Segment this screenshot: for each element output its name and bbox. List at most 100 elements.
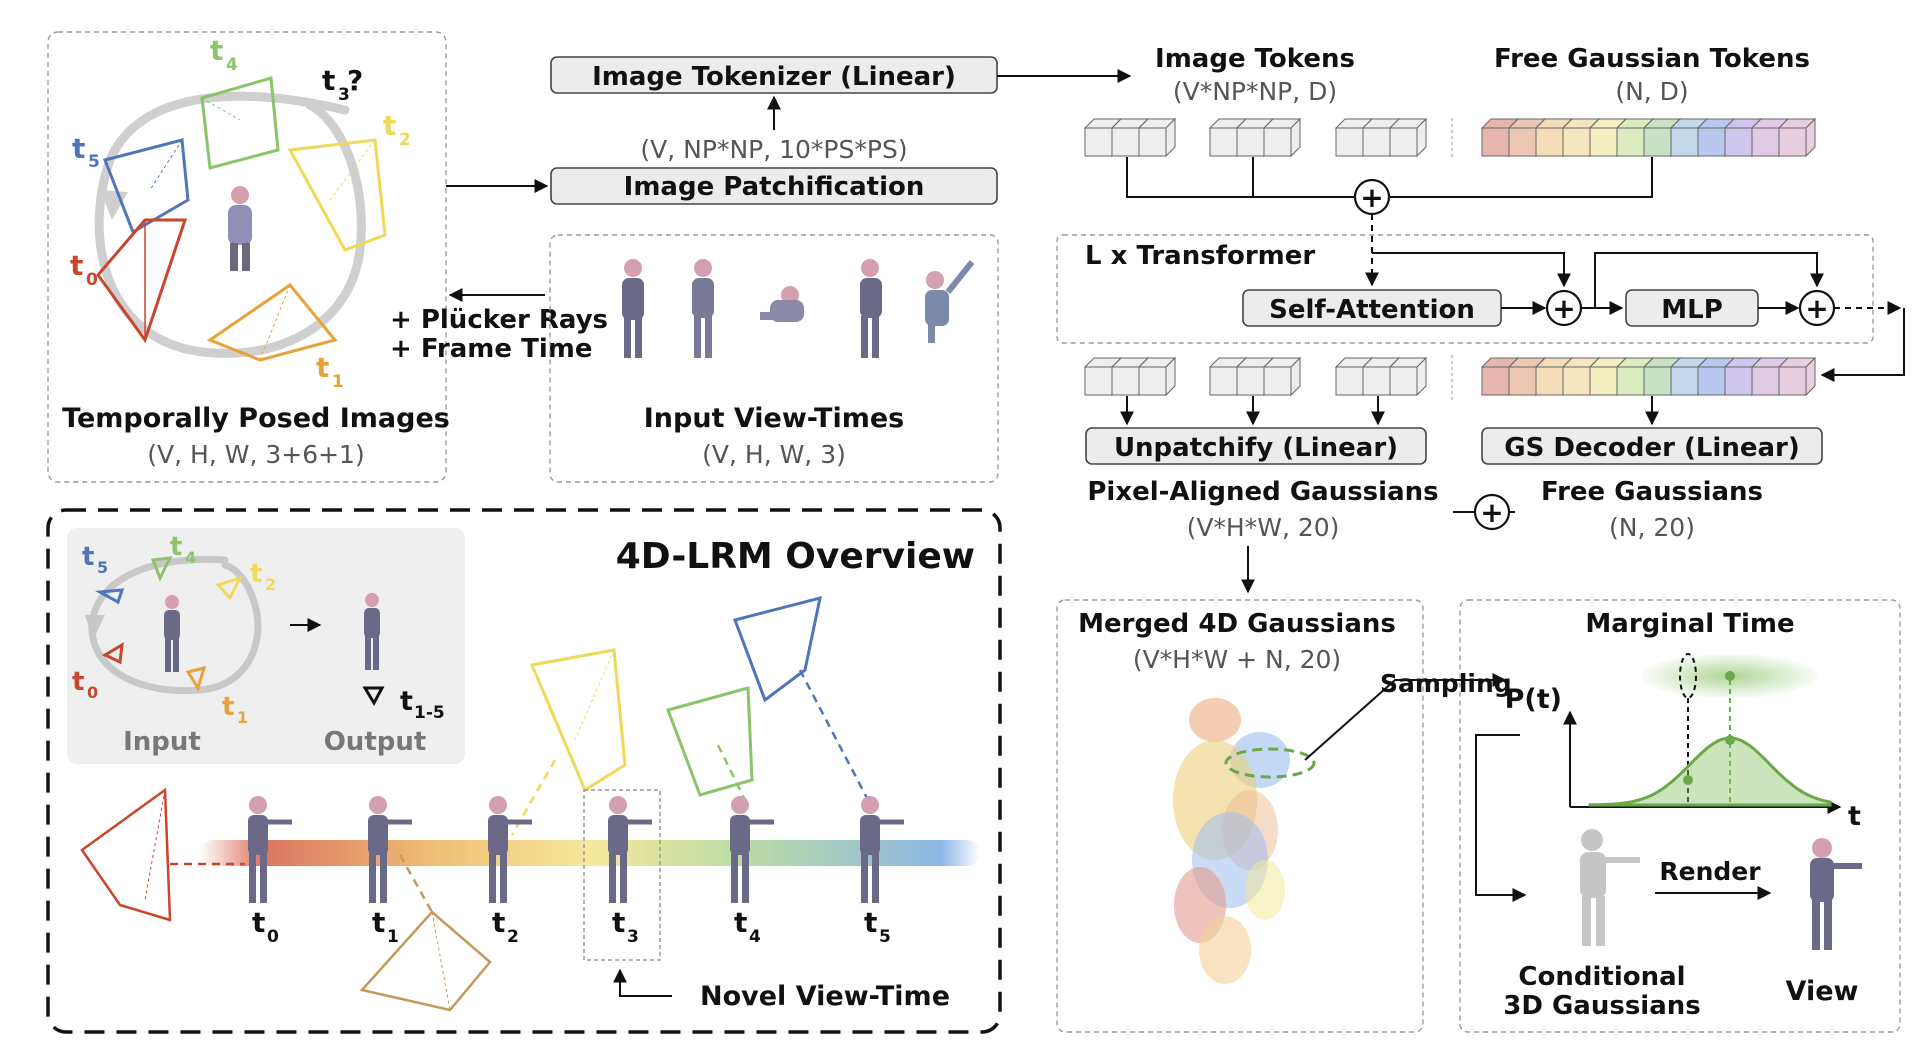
svg-text:3: 3 bbox=[627, 927, 639, 947]
svg-text:1: 1 bbox=[332, 372, 344, 392]
timeline-figure bbox=[368, 796, 412, 903]
svg-text:2: 2 bbox=[399, 130, 411, 150]
image-tokenizer-label: Image Tokenizer (Linear) bbox=[592, 62, 956, 92]
t1-label: t 1 bbox=[316, 351, 344, 392]
svg-text:4: 4 bbox=[226, 55, 238, 75]
free-gaussians-title: Free Gaussians bbox=[1541, 477, 1763, 507]
timeline-figure bbox=[248, 796, 292, 903]
input-view-times-caption: Input View-Times bbox=[644, 403, 904, 434]
svg-text:5: 5 bbox=[97, 558, 108, 577]
inset-time-label: t bbox=[222, 692, 234, 722]
timeline-figure bbox=[608, 796, 652, 903]
svg-text:?: ? bbox=[347, 64, 363, 97]
t3-label: t 3 ? bbox=[322, 64, 363, 105]
svg-text:t: t bbox=[316, 351, 329, 384]
inset-cam-t1 bbox=[185, 665, 207, 692]
p-axis-label: P(t) bbox=[1505, 684, 1562, 715]
image-token-group bbox=[1208, 117, 1302, 158]
sampling-label: Sampling bbox=[1380, 669, 1512, 698]
inset-time-label: t bbox=[250, 559, 262, 589]
novel-view-time-label: Novel View-Time bbox=[700, 981, 950, 1012]
conditional-label-1: Conditional bbox=[1518, 962, 1685, 992]
svg-text:t: t bbox=[70, 249, 83, 282]
svg-text:2: 2 bbox=[507, 927, 519, 947]
overview-frustum-t5 bbox=[733, 595, 870, 801]
t2-label: t 2 bbox=[383, 109, 411, 150]
inset-time-label: t bbox=[72, 667, 84, 697]
t4-label: t 4 bbox=[210, 34, 238, 75]
svg-text:0: 0 bbox=[267, 927, 279, 947]
input-figure-4 bbox=[860, 259, 882, 358]
image-patchification-box bbox=[550, 167, 998, 205]
frustum-t5 bbox=[102, 138, 190, 235]
marginal-time-title: Marginal Time bbox=[1585, 609, 1794, 639]
inset-input-label: Input bbox=[123, 727, 201, 757]
inset-output-label: Output bbox=[324, 727, 427, 757]
token-row-top bbox=[1083, 117, 1817, 158]
input-figure-1 bbox=[622, 259, 644, 358]
time-gradient-band bbox=[200, 840, 980, 866]
decoder-section: Unpatchify (Linear) GS Decoder (Linear) … bbox=[1083, 355, 1823, 594]
timeline-time-label: t bbox=[734, 906, 747, 939]
token-row-bottom bbox=[1083, 356, 1817, 397]
inset-cam-t5 bbox=[95, 588, 125, 605]
pixel-aligned-shape: (V*H*W, 20) bbox=[1187, 513, 1340, 542]
input-view-times-shape: (V, H, W, 3) bbox=[702, 440, 846, 469]
image-token-group bbox=[1208, 356, 1302, 397]
free-gaussian-tokens-title: Free Gaussian Tokens bbox=[1494, 44, 1810, 74]
timeline-time-label: t bbox=[612, 906, 625, 939]
gs-decoder-box bbox=[1481, 427, 1823, 465]
svg-text:1: 1 bbox=[387, 927, 399, 947]
unpatchify-label: Unpatchify (Linear) bbox=[1114, 433, 1398, 463]
inset-time-label: t bbox=[170, 532, 182, 562]
image-token-group bbox=[1083, 117, 1177, 158]
image-token-group bbox=[1083, 356, 1177, 397]
svg-text:4: 4 bbox=[749, 927, 761, 947]
timeline-figure bbox=[488, 796, 532, 903]
inset-cam-t4 bbox=[150, 556, 173, 582]
svg-text:0: 0 bbox=[86, 270, 98, 290]
timeline-time-label: t bbox=[252, 906, 265, 939]
t0-label: t 0 bbox=[70, 249, 98, 290]
frustum-t0 bbox=[96, 218, 188, 344]
svg-text:2: 2 bbox=[265, 575, 276, 594]
render-label: Render bbox=[1659, 857, 1761, 886]
svg-text:t: t bbox=[72, 132, 85, 165]
frame-time-label: + Frame Time bbox=[390, 334, 592, 364]
frustum-t1 bbox=[206, 282, 338, 362]
conditional-label-2: 3D Gaussians bbox=[1503, 991, 1701, 1021]
timeline-time-label: t bbox=[864, 906, 877, 939]
tokens-section: Image Tokens (V*NP*NP, D) Free Gaussian … bbox=[1083, 44, 1817, 287]
free-gaussians-shape: (N, 20) bbox=[1609, 513, 1695, 542]
svg-text:+: + bbox=[1480, 496, 1503, 529]
frustum-t2 bbox=[287, 138, 387, 252]
image-token-group bbox=[1334, 356, 1428, 397]
t5-label: t 5 bbox=[72, 132, 100, 172]
conditional-gaussians-figure bbox=[1580, 829, 1640, 946]
image-tokens-title: Image Tokens bbox=[1155, 44, 1355, 74]
image-patchification-label: Image Patchification bbox=[624, 172, 925, 202]
temporally-posed-caption: Temporally Posed Images bbox=[62, 403, 450, 434]
self-attention-label: Self-Attention bbox=[1269, 295, 1475, 325]
input-figure-2 bbox=[692, 259, 714, 358]
orbit-arrow bbox=[94, 91, 366, 358]
frustum-t4 bbox=[200, 76, 280, 170]
unpatchify-box bbox=[1085, 427, 1427, 465]
gs-decoder-label: GS Decoder (Linear) bbox=[1504, 433, 1799, 463]
timeline-figure bbox=[730, 796, 774, 903]
person-figure bbox=[228, 186, 252, 271]
free-gaussian-token-group bbox=[1480, 117, 1817, 158]
merged-title: Merged 4D Gaussians bbox=[1078, 609, 1396, 639]
merge-plus bbox=[1473, 493, 1511, 531]
svg-text:1: 1 bbox=[237, 708, 248, 727]
overview-frustum-t1 bbox=[359, 854, 492, 1012]
svg-text:t: t bbox=[322, 64, 335, 97]
svg-text:5: 5 bbox=[88, 152, 100, 172]
output-t-label: t bbox=[400, 686, 413, 717]
t-axis-label: t bbox=[1848, 801, 1861, 832]
temporally-posed-images-panel: t 5 t 4 t 3 ? t 2 t 0 t 1 Temporally Pos… bbox=[47, 31, 450, 483]
inset-time-label: t bbox=[82, 542, 94, 572]
novel-view-highlight bbox=[583, 789, 661, 961]
sampling-ellipse bbox=[1224, 747, 1316, 779]
